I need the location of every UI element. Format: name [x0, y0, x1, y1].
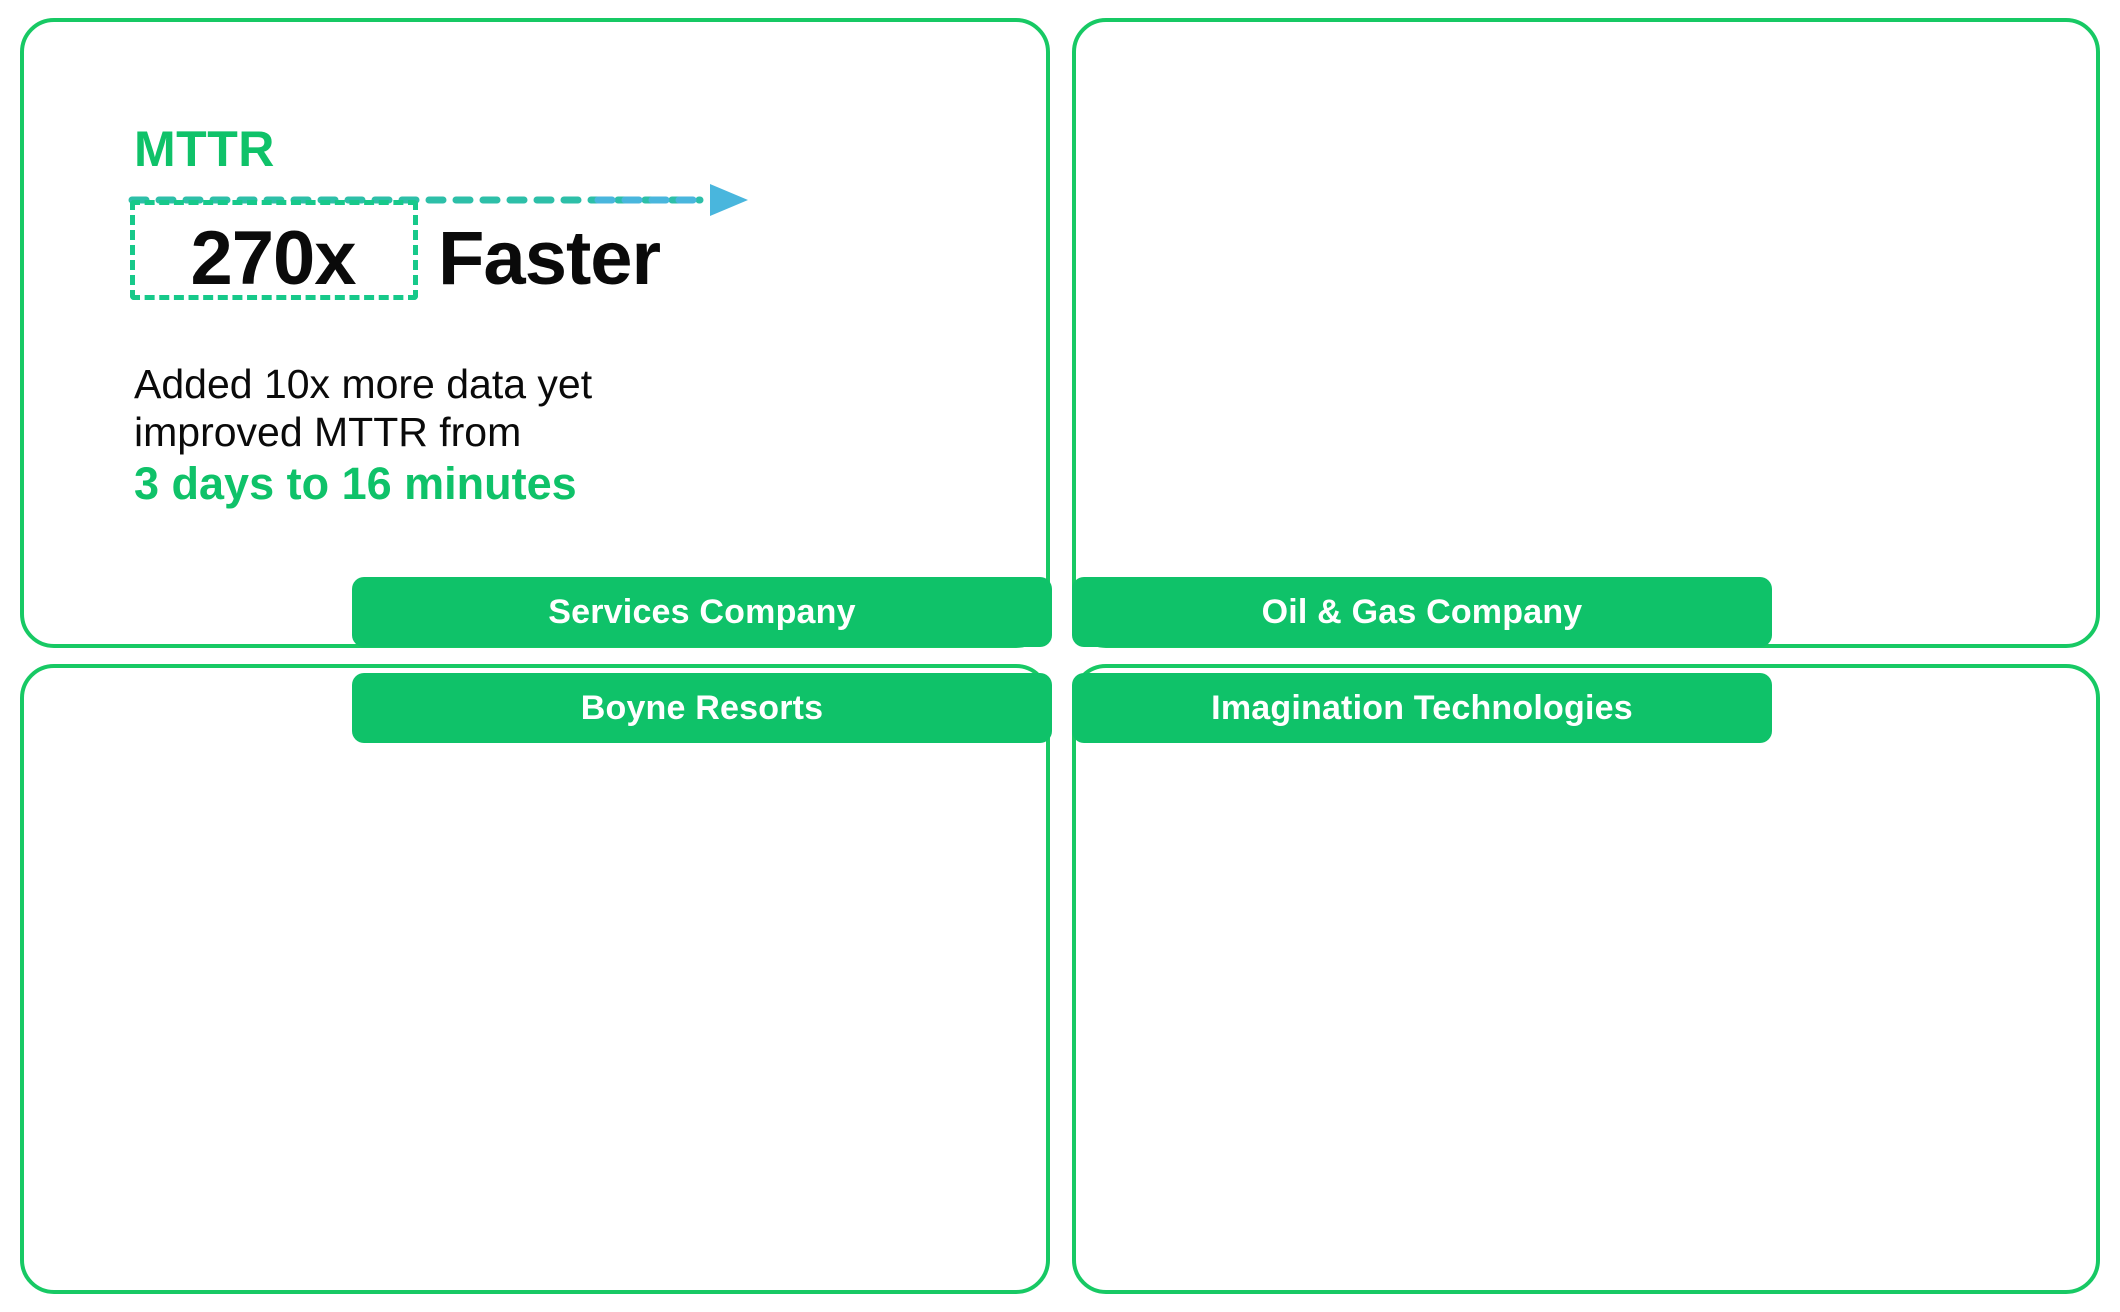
mttr-metric-value: 270x [190, 216, 356, 301]
panel-imagination-technologies: 10ximprovement in incident closure rate … [1072, 664, 2100, 1294]
mttr-metric-word: Faster [438, 216, 661, 301]
mttr-body-line-1: Added 10x more data yet [134, 361, 593, 407]
mttr-body-line-2: improved MTTR from [134, 409, 522, 456]
tab-services-company[interactable]: Services Company [352, 577, 1052, 647]
mttr-body-text: Added 10x more data yet improved MTTR fr… [134, 360, 854, 510]
mttr-body-highlight: 3 days to 16 minutes [134, 457, 577, 509]
mttr-eyebrow-label: MTTR [134, 121, 275, 177]
panel-oil-gas-company: 75% Reduction in incidents requiring inv… [1072, 18, 2100, 648]
panel-services-company: MTTR 270x Faster Added 10x more data yet … [20, 18, 1050, 648]
panel-boyne-resorts: Added 20 more data sources Into 1 Platfo… [20, 664, 1050, 1294]
tab-imagination-technologies[interactable]: Imagination Technologies [1072, 673, 1772, 743]
tab-boyne-resorts[interactable]: Boyne Resorts [352, 673, 1052, 743]
tab-oil-gas-company[interactable]: Oil & Gas Company [1072, 577, 1772, 647]
metric-dashed-box [130, 200, 418, 300]
mttr-headline: 270x Faster [134, 215, 874, 302]
